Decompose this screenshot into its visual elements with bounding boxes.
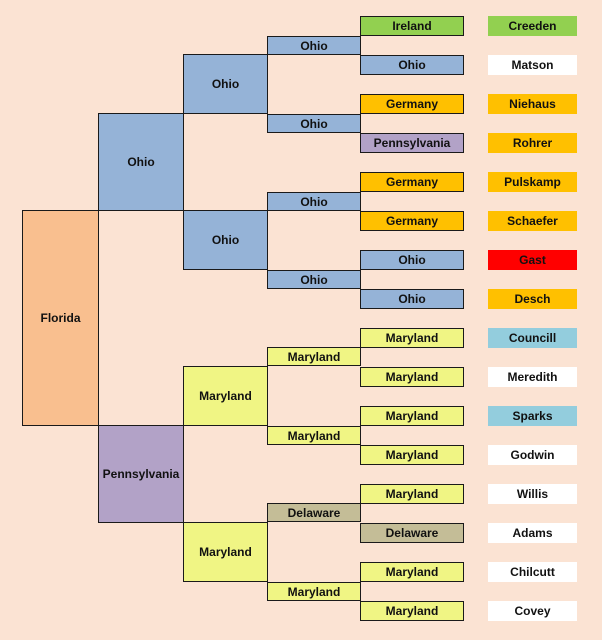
level3-box: Ohio [267,270,361,289]
level4-label: Germany [385,175,439,189]
level4-label: Maryland [385,448,439,462]
level3-label: Ohio [300,116,328,131]
surname-cell: Pulskamp [488,172,577,192]
surname-label: Godwin [510,448,555,462]
level4-box: Germany [360,172,464,192]
level4-label: Delaware [385,526,439,540]
level2-label: Ohio [211,77,240,91]
surname-cell: Schaefer [488,211,577,231]
level3-label: Ohio [300,272,328,287]
surname-label: Rohrer [512,136,553,150]
root-box: Florida [22,210,99,426]
level3-label: Delaware [287,505,341,520]
level3-box: Maryland [267,347,361,366]
level4-label: Maryland [385,331,439,345]
level4-box: Ohio [360,289,464,309]
surname-label: Councill [508,331,557,345]
surname-cell: Willis [488,484,577,504]
level2-label: Ohio [211,233,240,247]
level4-box: Ohio [360,250,464,270]
level4-label: Ohio [398,58,426,72]
surname-cell: Matson [488,55,577,75]
surname-label: Pulskamp [504,175,561,189]
surname-label: Schaefer [507,214,558,228]
level4-box: Delaware [360,523,464,543]
surname-label: Adams [512,526,553,540]
level3-box: Maryland [267,426,361,445]
level4-label: Germany [385,97,439,111]
surname-label: Creeden [508,19,557,33]
level3-box: Ohio [267,114,361,133]
level3-label: Maryland [287,349,341,364]
surname-cell: Gast [488,250,577,270]
surname-cell: Chilcutt [488,562,577,582]
root-label: Florida [40,311,81,325]
surname-label: Niehaus [509,97,556,111]
level3-label: Ohio [300,194,328,209]
level3-box: Ohio [267,192,361,211]
level4-box: Maryland [360,445,464,465]
surname-cell: Covey [488,601,577,621]
surname-label: Covey [514,604,551,618]
surname-label: Meredith [507,370,558,384]
level4-label: Maryland [385,604,439,618]
level4-box: Maryland [360,406,464,426]
level2-label: Maryland [199,389,252,403]
level4-box: Maryland [360,328,464,348]
surname-cell: Sparks [488,406,577,426]
surname-label: Willis [516,487,549,501]
level4-box: Maryland [360,367,464,387]
level3-box: Maryland [267,582,361,601]
level4-box: Maryland [360,601,464,621]
level4-label: Maryland [385,409,439,423]
surname-cell: Adams [488,523,577,543]
level4-box: Pennsylvania [360,133,464,153]
level4-label: Maryland [385,487,439,501]
level4-label: Maryland [385,565,439,579]
surname-cell: Desch [488,289,577,309]
surname-label: Sparks [512,409,553,423]
surname-cell: Niehaus [488,94,577,114]
surname-cell: Rohrer [488,133,577,153]
surname-cell: Meredith [488,367,577,387]
level4-box: Ireland [360,16,464,36]
level1-label: Ohio [127,155,155,169]
surname-label: Chilcutt [510,565,555,579]
level4-label: Ohio [398,253,426,267]
surname-cell: Godwin [488,445,577,465]
level4-label: Maryland [385,370,439,384]
level4-label: Germany [385,214,439,228]
level2-box: Ohio [183,210,268,270]
level3-label: Ohio [300,38,328,53]
level2-box: Maryland [183,366,268,426]
level4-box: Germany [360,94,464,114]
level4-box: Germany [360,211,464,231]
level4-box: Maryland [360,484,464,504]
level4-label: Pennsylvania [373,136,451,150]
level4-label: Ireland [392,19,432,33]
surname-label: Matson [511,58,554,72]
level1-box: Ohio [98,113,184,211]
surname-label: Desch [514,292,551,306]
level4-box: Ohio [360,55,464,75]
level4-box: Maryland [360,562,464,582]
level2-box: Ohio [183,54,268,114]
level3-label: Maryland [287,428,341,443]
level3-box: Delaware [267,503,361,522]
surname-cell: Creeden [488,16,577,36]
level3-box: Ohio [267,36,361,55]
level1-box: Pennsylvania [98,425,184,523]
level3-label: Maryland [287,584,341,599]
level2-label: Maryland [199,545,252,559]
surname-label: Gast [519,253,546,267]
level1-label: Pennsylvania [102,467,180,481]
level4-label: Ohio [398,292,426,306]
level2-box: Maryland [183,522,268,582]
surname-cell: Councill [488,328,577,348]
